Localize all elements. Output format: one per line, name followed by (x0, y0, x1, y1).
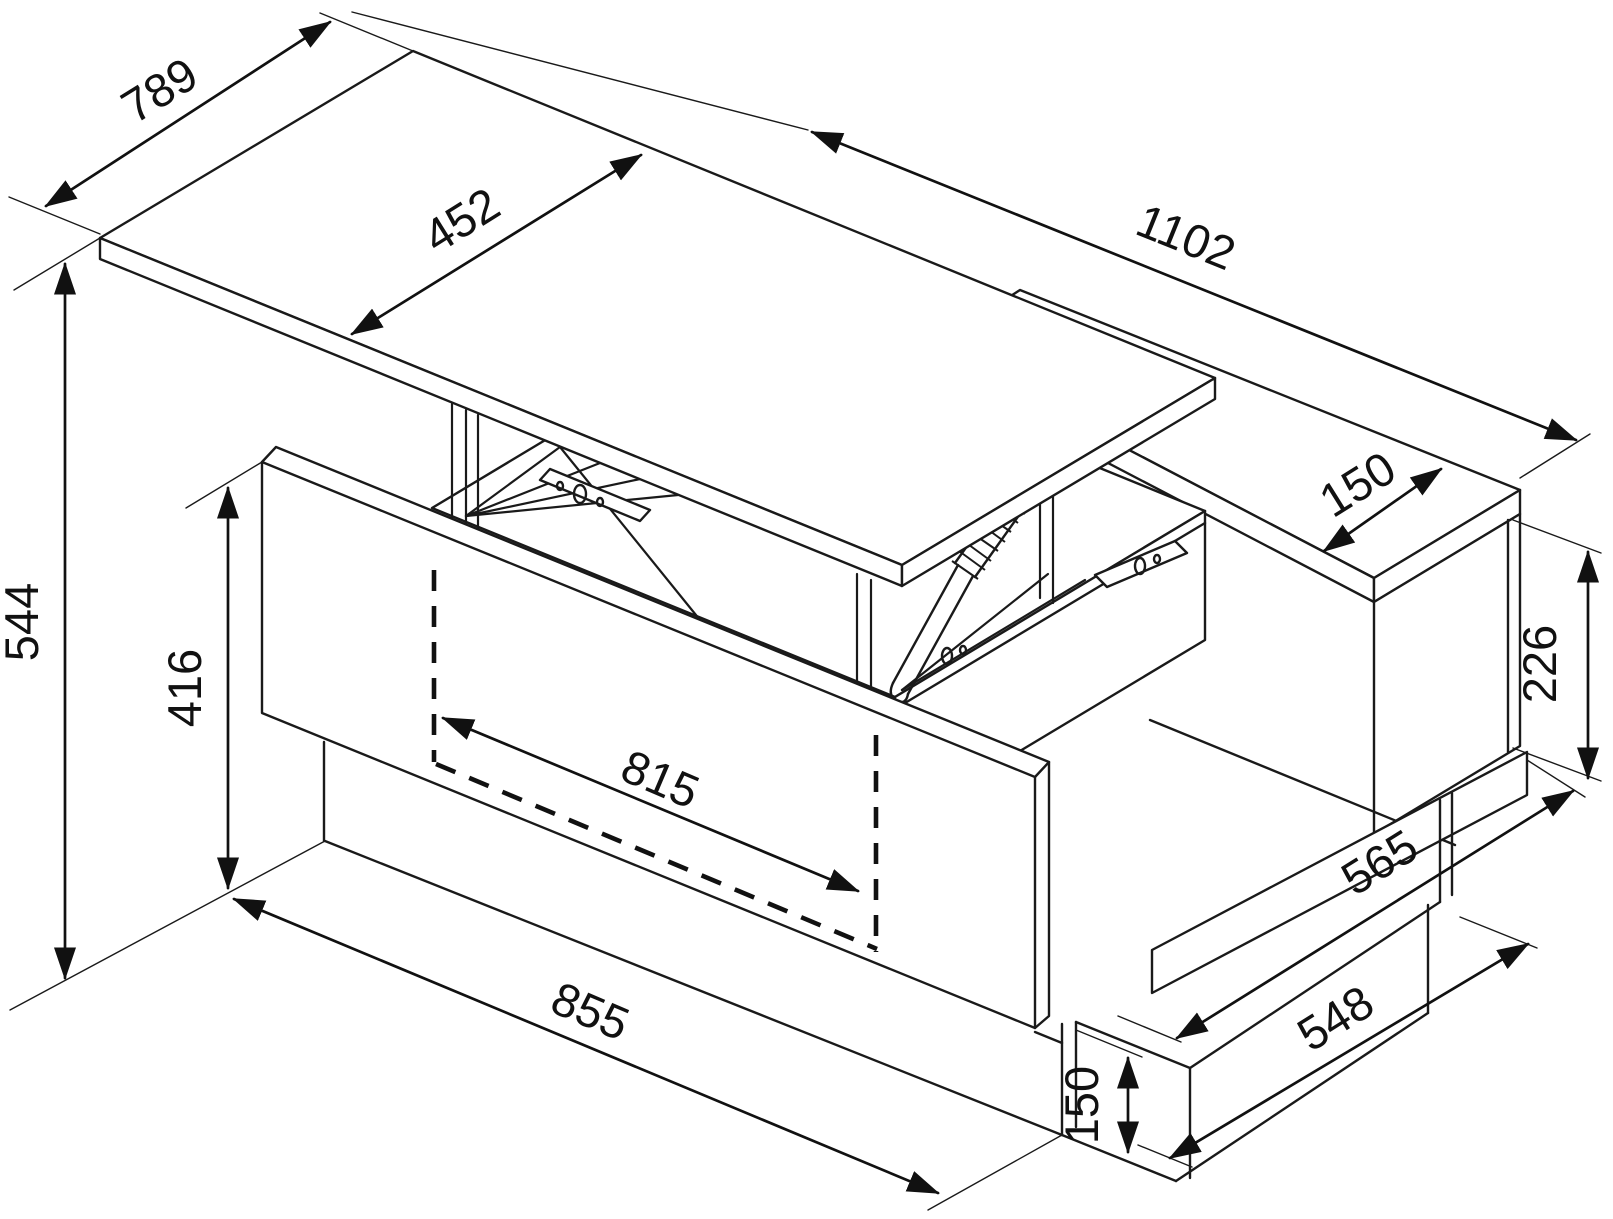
ext-line (8, 196, 101, 235)
right-bracket-hole-small (1152, 553, 1162, 565)
left-bracket-plate (538, 467, 652, 523)
left-bracket-hole-small-1 (595, 496, 605, 508)
left-arm-2 (464, 461, 602, 518)
right-bracket-hole-large (1133, 556, 1147, 576)
right-bracket-plate (1093, 539, 1189, 589)
dim-line (1322, 467, 1443, 553)
ext-line (1117, 1015, 1182, 1043)
ext-line (9, 840, 326, 1011)
ext-line (319, 12, 414, 52)
strut-body-edge-1 (891, 563, 960, 685)
dim-label-548: 548 (1288, 975, 1383, 1062)
ext-line (927, 1134, 1063, 1211)
ext-line (1459, 916, 1538, 949)
ext-line (1526, 759, 1586, 798)
left-arm-3 (464, 477, 642, 518)
dim-line (44, 20, 332, 208)
dim-line (810, 130, 1578, 442)
dim-line (350, 153, 643, 336)
dimension-544-total-height: 544 (0, 237, 326, 1011)
dim-label-789: 789 (112, 47, 207, 134)
dim-line (1168, 942, 1530, 1160)
dimension-416-front-panel-height: 416 (158, 461, 263, 890)
ext-line (1512, 519, 1602, 554)
right-arm-1 (900, 572, 1050, 692)
ext-line (185, 461, 263, 509)
dim-line (232, 897, 940, 1195)
ext-line (13, 237, 101, 291)
dim-label-544: 544 (0, 583, 48, 661)
dim-label-150-bottom: 150 (1055, 1066, 1108, 1144)
dim-label-855: 855 (544, 971, 637, 1050)
front-panel-corner-crease (1033, 760, 1051, 779)
right-arm-2 (900, 578, 1087, 692)
right-plinth-top-left-edge (1074, 1020, 1192, 1070)
ext-line (1089, 1145, 1161, 1176)
dim-label-226: 226 (1513, 625, 1566, 703)
strut-base-hole-small (958, 644, 968, 656)
front-panel-top-crease (260, 460, 1037, 779)
left-cross-arm (558, 445, 702, 622)
left-bracket-hole-large (572, 483, 588, 505)
ext-line (1137, 1144, 1193, 1168)
strut-base-hole-large (940, 646, 954, 666)
left-arm-4 (464, 493, 680, 518)
ext-line (351, 11, 809, 131)
dimension-226-side-opening-height: 226 (1512, 519, 1602, 782)
ext-line (1519, 433, 1591, 479)
left-plinth-top-right-edge (1033, 1030, 1064, 1045)
dim-label-416: 416 (158, 649, 211, 727)
dim-line (441, 716, 860, 893)
left-arm-1 (464, 445, 562, 518)
left-bracket-hole-small-2 (555, 480, 565, 492)
ext-line (1075, 1029, 1143, 1058)
right-end-wall (1372, 512, 1522, 836)
dimension-150-plinth-height: 150 (1055, 1029, 1161, 1176)
strut-body-edge-2 (906, 574, 975, 696)
